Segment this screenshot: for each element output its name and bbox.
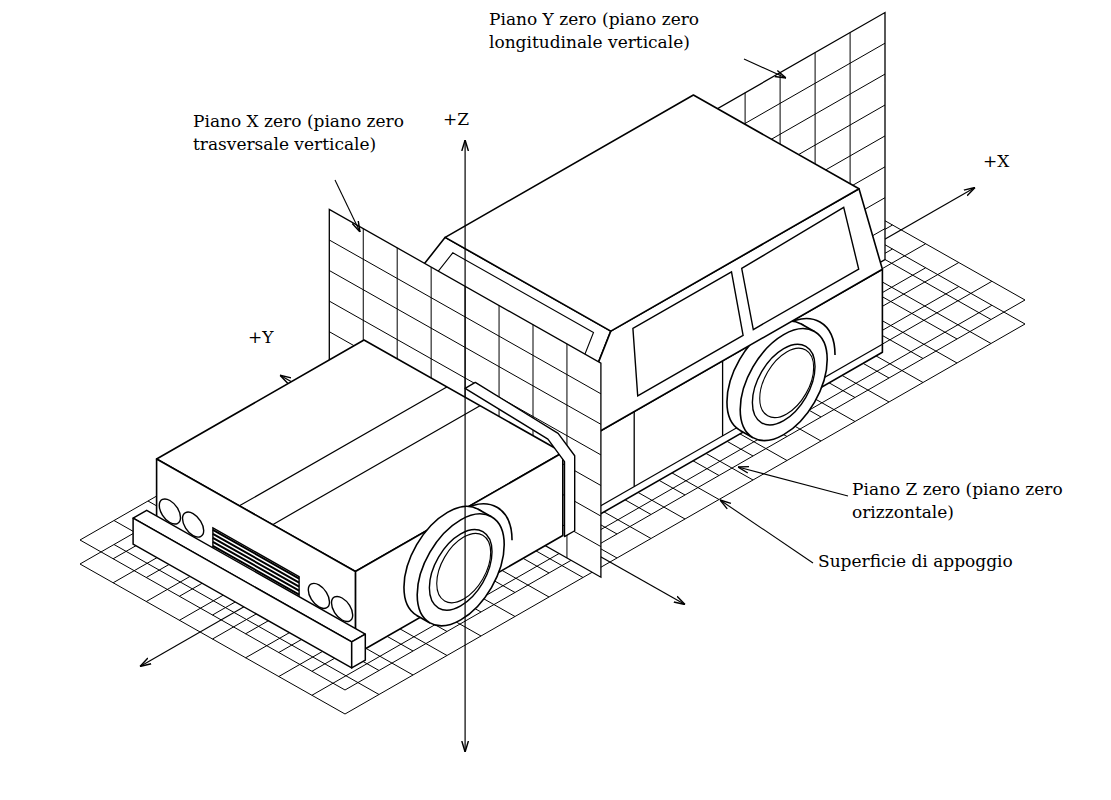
x-zero-section-band: [465, 382, 575, 536]
roof: [445, 95, 859, 331]
door-lines: [634, 361, 722, 487]
surface-label: Superficie di appoggio: [818, 550, 1013, 573]
bumper-front: [133, 518, 352, 668]
plane-label: Piano Z zero (piano zero orizzontale): [852, 478, 1087, 524]
front-tire-face: [417, 495, 504, 645]
axis-label: +Z: [443, 108, 469, 131]
plane-label: Piano Y zero (piano zero longitudinale v…: [489, 8, 744, 54]
z-axis: [465, 140, 466, 752]
leader-line: [720, 500, 813, 563]
bumper-side: [352, 634, 366, 668]
rear-side-window: [742, 207, 859, 329]
front-rim: [429, 516, 492, 624]
leader-line: [335, 180, 360, 232]
front-rim-inner: [437, 522, 491, 615]
front-side-window: [633, 272, 743, 396]
leader-line: [738, 467, 848, 496]
front-fender-side: [355, 453, 562, 655]
plane-label: Piano X zero (piano zero trasversale ver…: [193, 110, 443, 156]
axis-label: +X: [983, 150, 1009, 173]
axis-label: +Y: [248, 326, 273, 349]
rear-rim: [752, 331, 815, 439]
hood-bulge-lines: [239, 387, 480, 525]
leader-line: [744, 59, 786, 78]
rear-rim-inner: [760, 336, 814, 429]
bumper-top: [133, 510, 365, 642]
